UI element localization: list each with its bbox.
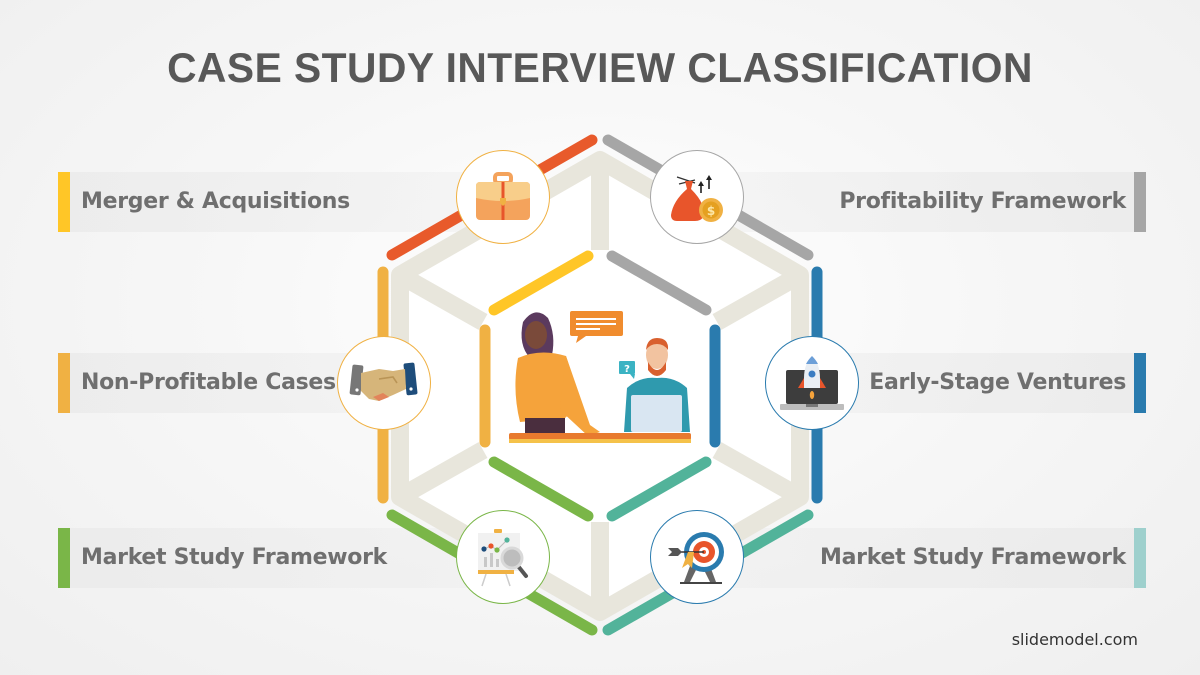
icon-circle-market-left <box>456 510 550 604</box>
svg-text:?: ? <box>624 364 630 375</box>
slide-title: CASE STUDY INTERVIEW CLASSIFICATION <box>167 44 1033 91</box>
label-merger-acquisitions: Merger & Acquisitions <box>81 189 350 214</box>
icon-circle-merger <box>456 150 550 244</box>
interview-people-illustration: ? <box>509 311 691 443</box>
accent-bar-market-right <box>1134 528 1146 588</box>
label-profitability-framework: Profitability Framework <box>839 189 1126 214</box>
label-non-profitable-cases: Non-Profitable Cases <box>81 370 336 395</box>
svg-text:$: $ <box>707 204 715 218</box>
label-market-study-left: Market Study Framework <box>81 545 387 570</box>
accent-bar-early-stage <box>1134 353 1146 413</box>
label-market-study-right: Market Study Framework <box>820 545 1126 570</box>
label-band-market-left <box>58 528 528 588</box>
label-early-stage-ventures: Early-Stage Ventures <box>869 370 1126 395</box>
icon-circle-market-right <box>650 510 744 604</box>
chart-magnifier-icon <box>478 529 528 587</box>
rocket-laptop-icon <box>780 356 844 410</box>
money-bag-icon: $ <box>671 175 723 222</box>
accent-bar-merger <box>58 172 70 232</box>
icon-circle-profitability: $ <box>650 150 744 244</box>
briefcase-icon <box>476 172 530 220</box>
target-arrow-icon <box>668 532 724 584</box>
icon-circle-early-stage <box>765 336 859 430</box>
handshake-icon <box>349 362 418 401</box>
label-band-market-right <box>672 528 1146 588</box>
footer-brand: slidemodel.com <box>1011 630 1138 649</box>
accent-bar-market-left <box>58 528 70 588</box>
accent-bar-profitability <box>1134 172 1146 232</box>
icon-circle-nonprofitable <box>337 336 431 430</box>
accent-bar-nonprofitable <box>58 353 70 413</box>
